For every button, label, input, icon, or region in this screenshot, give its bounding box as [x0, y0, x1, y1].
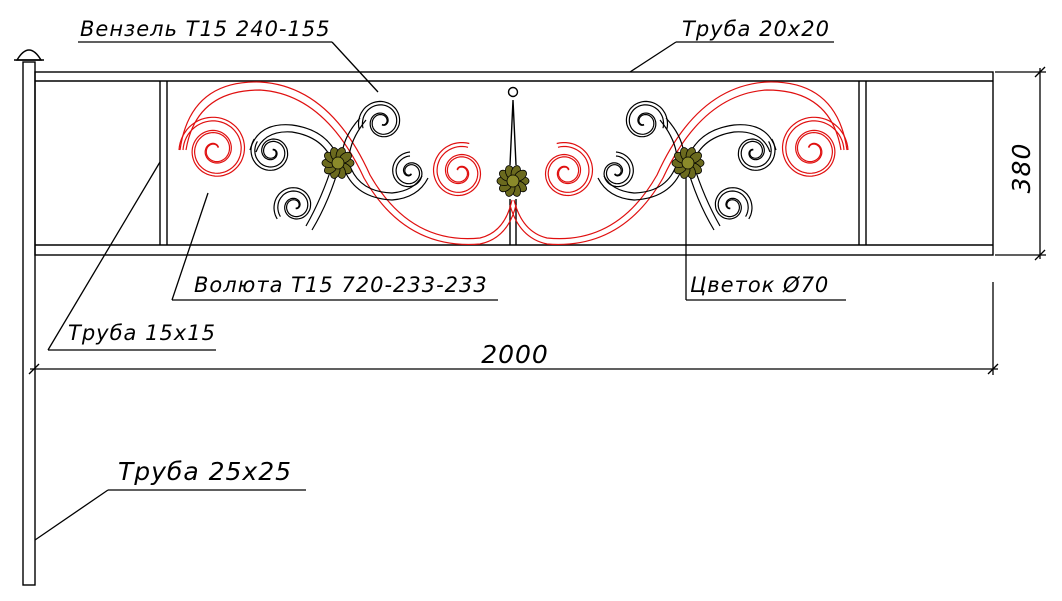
volute-sweep	[179, 81, 513, 240]
volute-spiral	[432, 142, 482, 197]
monogram-spiral	[717, 190, 749, 218]
volute-spiral	[544, 142, 594, 197]
width-dimension: 2000	[28, 282, 999, 375]
flower-center	[506, 174, 520, 188]
monogram-sweep	[348, 119, 423, 194]
volute-spiral	[785, 120, 845, 174]
volute-spiral	[781, 116, 849, 177]
post	[14, 49, 44, 586]
flowers	[321, 147, 705, 197]
monogram-spiral	[395, 155, 421, 185]
flower-ornament	[671, 147, 705, 179]
monogram-spiral	[357, 100, 401, 138]
monogram-spiral	[603, 151, 634, 188]
volute-sweep	[513, 81, 848, 240]
volute-spiral	[436, 145, 479, 193]
flower-ornament	[321, 147, 355, 179]
ornament-group	[178, 81, 849, 246]
monogram-scrolls	[249, 100, 777, 231]
volute-callout: Волюта Т15 720-233-233	[171, 192, 498, 301]
inner-tube-label: Труба 15х15	[68, 321, 216, 345]
monogram-sweep	[603, 119, 678, 194]
monogram-sweep	[692, 131, 771, 227]
flower-center	[331, 156, 345, 170]
monogram-spiral	[605, 155, 631, 185]
volute-scrolls	[178, 81, 849, 246]
monogram-sweep	[685, 124, 777, 231]
monogram-spiral	[628, 104, 665, 135]
monogram-sweep	[249, 124, 341, 231]
flower-label: Цветок Ø70	[690, 273, 829, 297]
monogram-spiral	[737, 138, 776, 171]
volute-sweep	[509, 89, 842, 246]
height-dimension-label: 380	[1007, 143, 1036, 194]
monogram-spiral	[250, 138, 289, 171]
monogram-spiral	[273, 187, 312, 220]
monogram-sweep	[255, 131, 334, 227]
monogram-spiral	[277, 190, 309, 218]
top-tube-callout: Труба 20х20	[629, 17, 834, 73]
monogram-spiral	[392, 151, 423, 188]
volute-label: Волюта Т15 720-233-233	[194, 273, 488, 297]
post-tube-callout: Труба 25х25	[34, 457, 306, 541]
monogram-label: Вензель Т15 240-155	[80, 17, 331, 41]
monogram-spiral	[625, 100, 669, 138]
volute-spiral	[547, 145, 590, 193]
inner-tube-callout: Труба 15х15	[47, 161, 216, 351]
volute-spiral	[178, 116, 246, 177]
flower-callout: Цветок Ø70	[685, 178, 846, 301]
post-tube-label: Труба 25х25	[118, 457, 292, 486]
monogram-spiral	[714, 187, 753, 220]
monogram-spiral	[254, 140, 286, 168]
volute-spiral	[182, 120, 242, 174]
width-dimension-label: 2000	[481, 340, 549, 369]
monogram-sweep	[341, 117, 429, 201]
flower-ornament	[496, 165, 530, 197]
flower-center	[681, 156, 695, 170]
monogram-spiral	[361, 104, 398, 135]
monogram-sweep	[597, 117, 685, 201]
railing-frame	[34, 71, 994, 256]
height-dimension: 380	[995, 66, 1046, 261]
monogram-callout: Вензель Т15 240-155	[78, 17, 379, 93]
volute-sweep	[185, 89, 517, 246]
monogram-spiral	[740, 140, 772, 168]
top-tube-label: Труба 20х20	[682, 17, 830, 41]
